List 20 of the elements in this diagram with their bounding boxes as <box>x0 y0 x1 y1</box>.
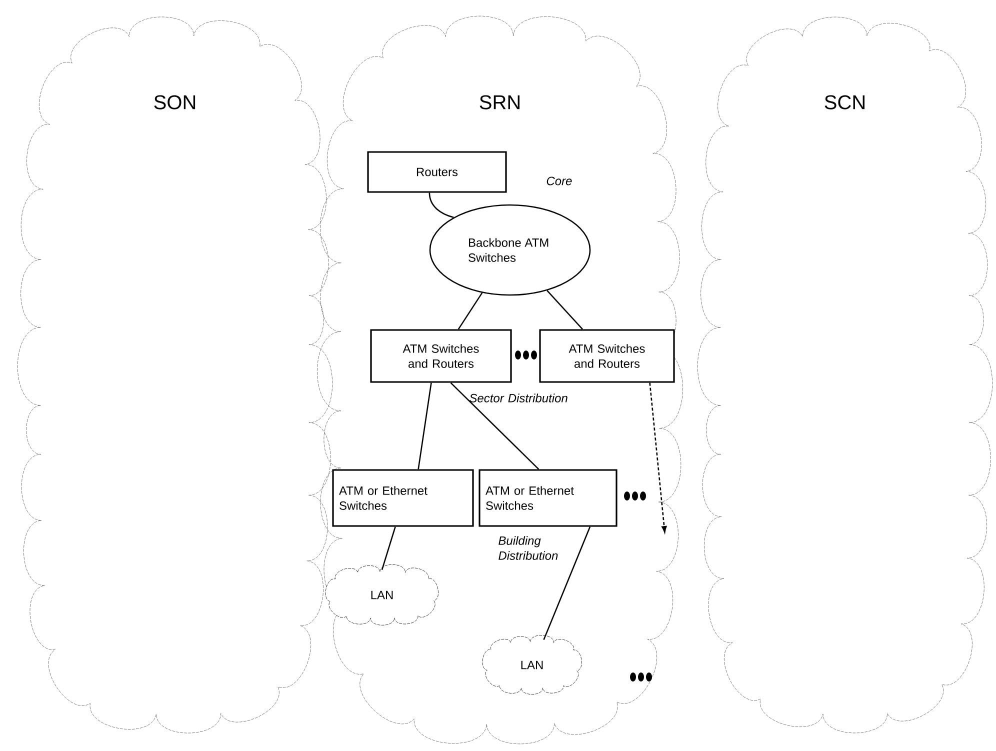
device-box: ATM or Ethernet Switches <box>478 469 618 527</box>
connector <box>546 290 583 330</box>
connector <box>458 292 483 330</box>
connector <box>450 382 540 470</box>
zone-label: Sector Distribution <box>470 394 568 402</box>
zone-label: Core <box>546 176 572 186</box>
connector <box>649 382 667 533</box>
network-cloud: SON <box>17 16 333 734</box>
lan-cloud: LAN <box>325 564 438 626</box>
device-box: ATM Switches and Routers <box>370 329 512 383</box>
device-box: ATM or Ethernet Switches <box>332 469 474 527</box>
device-box: Routers <box>367 151 507 193</box>
connector <box>418 382 432 470</box>
connector <box>428 192 454 218</box>
zone-label: Building Distribution <box>498 536 558 560</box>
connector <box>381 526 396 570</box>
connector <box>543 526 591 640</box>
network-cloud: SCN <box>697 16 993 734</box>
device-box: ATM Switches and Routers <box>539 329 675 383</box>
lan-cloud: LAN <box>482 635 582 695</box>
